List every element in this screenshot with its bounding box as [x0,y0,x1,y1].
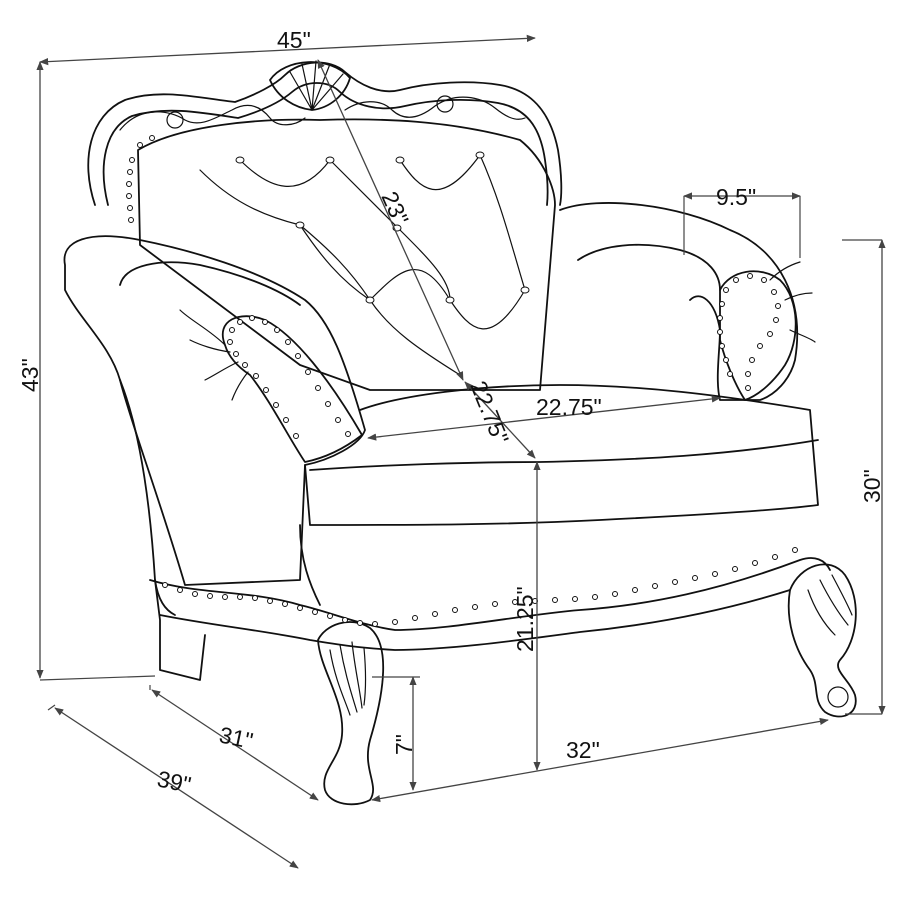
nailhead-trim [126,135,798,627]
dimension-lines [36,34,886,869]
left-side [119,379,206,681]
label-front-width: 32" [566,737,600,763]
label-seat-depth: 22.75" [465,377,514,448]
right-arm [559,202,799,401]
label-overall-width: 45" [277,27,311,53]
dim-line-overall-depth [54,707,299,869]
left-arm [63,235,366,586]
label-seat-width: 22.75" [536,394,602,420]
chair-illustration [63,60,857,806]
dim-line-seat-width [367,395,721,441]
label-overall-height: 43" [17,358,43,392]
dim-line-front-width [371,717,829,803]
left-arm-scroll [119,261,301,306]
front-right-leg [787,563,857,718]
label-leg-height: 7" [391,734,417,755]
label-inner-depth: 31" [217,721,255,753]
crest-scroll-left [119,104,306,131]
label-arm-width: 9.5" [716,184,756,210]
label-seat-height: 21.25" [512,586,538,652]
label-arm-height: 30" [859,469,885,503]
dimension-labels: 45" 43" 9.5" 30" 23" 22.75" 22.75" 21.25… [17,27,885,798]
back-frame-inner [102,82,549,206]
front-left-leg [317,621,385,806]
apron [149,557,831,631]
tufting-lines [199,154,526,376]
dim-line-overall-width [39,34,536,66]
left-arm-face [222,315,363,463]
right-arm-face [719,270,797,401]
dim-line-back-height [317,59,464,381]
label-back-height: 23" [376,187,413,228]
label-overall-depth: 39" [155,765,193,797]
tuft-buttons [235,151,530,304]
